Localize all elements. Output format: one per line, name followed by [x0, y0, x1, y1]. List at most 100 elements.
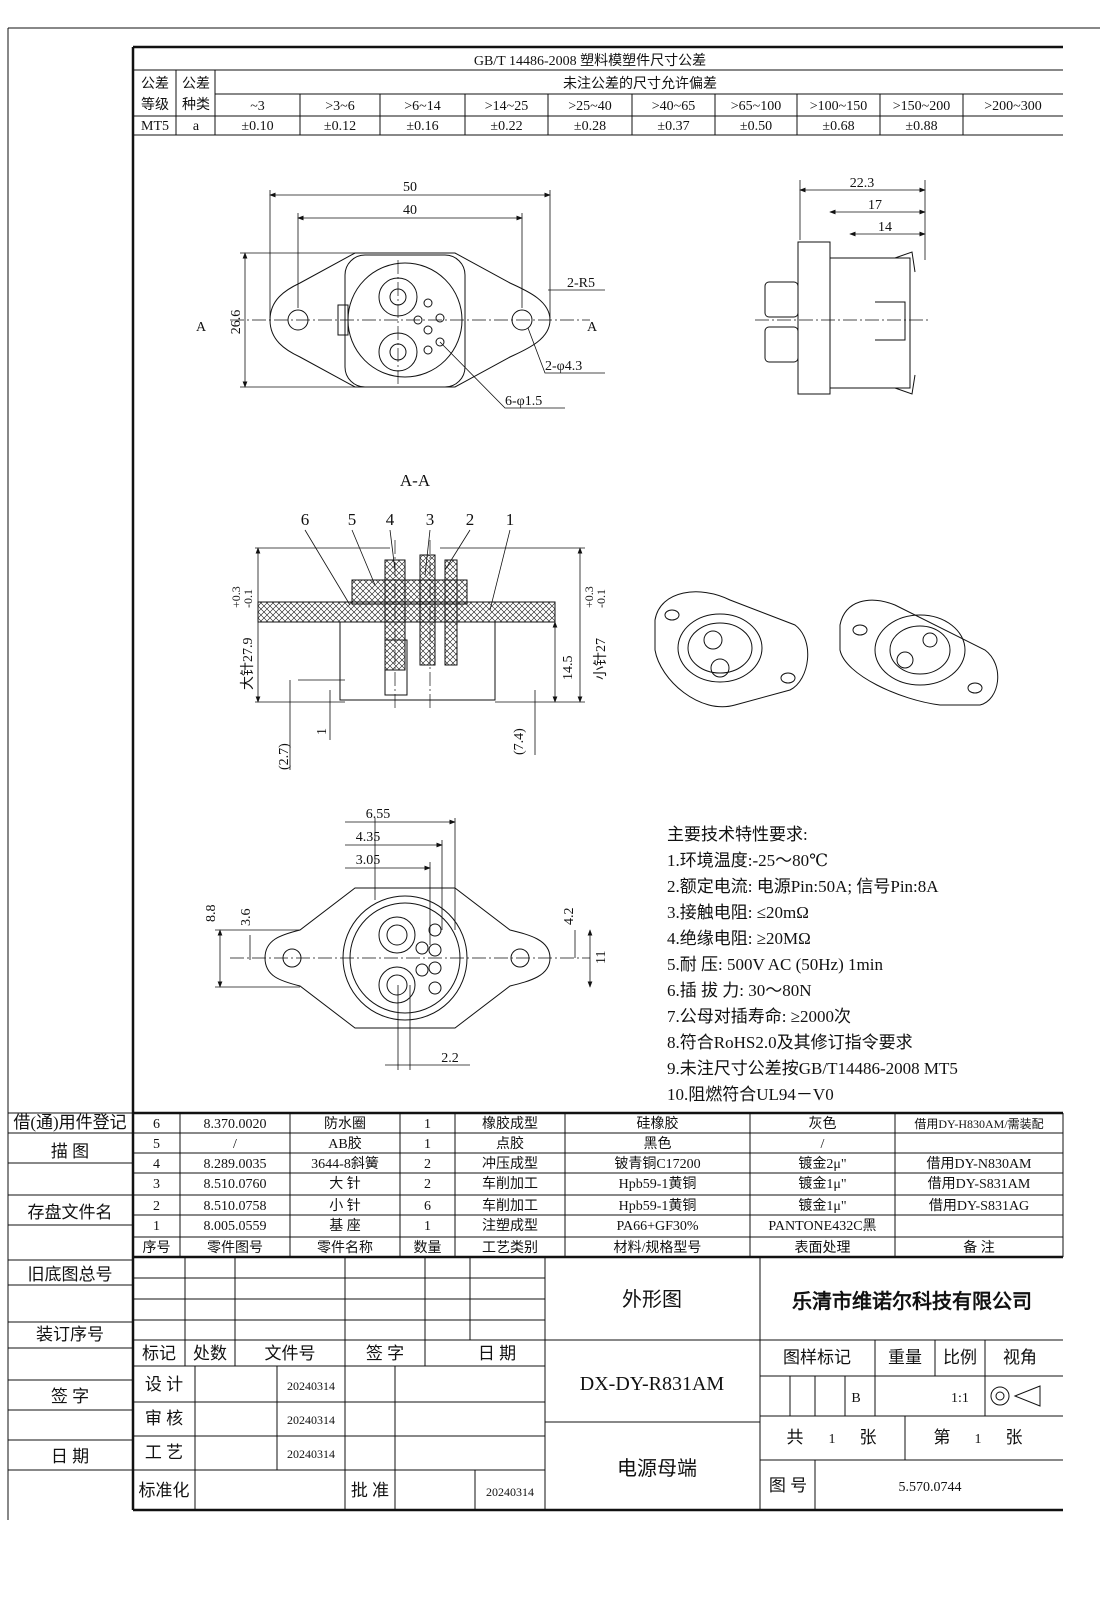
- balloon-1: 1: [506, 510, 515, 529]
- revision-header: 标记: [142, 1344, 176, 1363]
- dim-7-4: (7.4): [512, 728, 527, 755]
- dim-3-05: 3.05: [356, 853, 381, 868]
- sheet-frame: [7, 27, 1100, 1520]
- hole-note: 2-φ4.3: [545, 359, 582, 374]
- technical-requirements: 主要技术特性要求: 1.环境温度:-25～80℃2.额定电流: 电源Pin:50…: [667, 825, 958, 1104]
- isometric-view-front: [654, 591, 809, 708]
- radius-note: 2-R5: [567, 276, 595, 291]
- bom-cell: 小 针: [329, 1198, 361, 1214]
- dim-14-5: 14.5: [561, 656, 576, 681]
- bom-cell: 2: [153, 1199, 160, 1214]
- bom-cell: 6: [153, 1117, 160, 1132]
- bom-header-cell: 表面处理: [795, 1240, 851, 1256]
- tolerance-range: >3~6: [325, 99, 354, 114]
- sign-date: 20240314: [486, 1485, 534, 1499]
- tolerance-table: GB/T 14486-2008 塑料模塑件尺寸公差 公差 等级 公差 种类 未注…: [133, 53, 1063, 136]
- type-head-2: 种类: [182, 97, 210, 113]
- bom-header-cell: 备 注: [963, 1239, 995, 1256]
- dim-small-pin: 小针27: [593, 638, 609, 680]
- bottom-view: 6.55 4.35 3.05 8.8 3.6 4.2 11 2.2: [204, 807, 609, 1070]
- balloon-3: 3: [426, 510, 435, 529]
- sheets-total-prefix: 共: [787, 1428, 804, 1447]
- bom-cell: 8.289.0035: [204, 1157, 267, 1172]
- note-item: 9.未注尺寸公差按GB/T14486-2008 MT5: [667, 1059, 958, 1078]
- drawing-no-label: 图 号: [769, 1476, 807, 1495]
- type-head-1: 公差: [182, 76, 210, 92]
- dim-2-2: 2.2: [441, 1051, 459, 1066]
- dim-1: 1: [315, 728, 330, 735]
- tolerance-value: ±0.12: [324, 119, 356, 134]
- role-label: 标准化: [139, 1481, 190, 1500]
- part-name: 电源母端: [617, 1457, 697, 1480]
- sheet-no: 1: [975, 1432, 982, 1447]
- tolerance-value: ±0.22: [490, 119, 522, 134]
- grade-value: MT5: [141, 119, 169, 134]
- bom-cell: 8.005.0559: [204, 1219, 267, 1234]
- bom-cell: 1: [424, 1117, 431, 1132]
- bom-cell: 4: [153, 1157, 160, 1172]
- bom-cell: AB胶: [328, 1135, 361, 1152]
- note-item: 8.符合RoHS2.0及其修订指令要求: [667, 1033, 913, 1052]
- tolerance-range: >40~65: [652, 99, 695, 114]
- side-label: 借(通)用件登记: [13, 1113, 126, 1132]
- tolerance-table-title: GB/T 14486-2008 塑料模塑件尺寸公差: [474, 53, 706, 69]
- bom-cell: 6: [424, 1199, 431, 1214]
- bom-cell: 点胶: [496, 1135, 524, 1152]
- dim-4-35: 4.35: [356, 830, 381, 845]
- notes-title: 主要技术特性要求:: [667, 825, 808, 844]
- note-item: 2.额定电流: 电源Pin:50A; 信号Pin:8A: [667, 877, 939, 896]
- dim-big-pin-tol-lower: -0.1: [241, 589, 255, 608]
- drawing-mark: B: [851, 1391, 860, 1406]
- side-label: 装订序号: [36, 1325, 104, 1344]
- bom-header-cell: 零件图号: [207, 1240, 263, 1256]
- role-label: 批 准: [351, 1481, 389, 1500]
- section-mark-right: A: [587, 320, 598, 335]
- dim-14: 14: [878, 220, 892, 235]
- note-item: 4.绝缘电阻: ≥20MΩ: [667, 929, 811, 948]
- bom-cell: 1: [424, 1137, 431, 1152]
- isometric-view-back: [839, 599, 999, 706]
- bom-cell: 车削加工: [482, 1175, 538, 1192]
- bom-cell: 3644-8斜簧: [311, 1156, 379, 1172]
- grade-head-2: 等级: [141, 96, 169, 113]
- balloon-2: 2: [466, 510, 475, 529]
- bom-cell: 基 座: [329, 1217, 361, 1234]
- tolerance-range: >150~200: [893, 99, 950, 114]
- label-weight: 重量: [888, 1348, 922, 1367]
- dim-small-pin-tol-lower: -0.1: [594, 589, 608, 608]
- bom-cell: 5: [153, 1137, 160, 1152]
- dim-40: 40: [403, 203, 417, 218]
- bom-header-cell: 数量: [414, 1240, 442, 1256]
- note-item: 3.接触电阻: ≤20mΩ: [667, 903, 809, 922]
- role-label: 工 艺: [145, 1443, 183, 1462]
- tolerance-value: ±0.28: [574, 119, 606, 134]
- side-view: 22.3 17 14: [755, 176, 930, 395]
- drawing-number: 5.570.0744: [899, 1480, 962, 1495]
- note-item: 10.阻燃符合UL94－V0: [667, 1085, 834, 1104]
- bom-cell: 注塑成型: [482, 1218, 538, 1234]
- sheet-no-suffix: 张: [1006, 1428, 1023, 1447]
- bom-cell: 车削加工: [482, 1197, 538, 1214]
- bom-cell: /: [821, 1137, 825, 1152]
- scale-value: 1:1: [951, 1391, 969, 1406]
- dim-big-pin: 大针27.9: [240, 638, 256, 691]
- drawing-type: 外形图: [622, 1288, 682, 1311]
- bom-cell: PA66+GF30%: [616, 1219, 698, 1234]
- bom-cell: 借用DY-N830AM: [927, 1156, 1033, 1172]
- tolerance-value: ±0.16: [406, 119, 438, 134]
- revision-header: 处数: [193, 1344, 227, 1363]
- bom-header-cell: 零件名称: [317, 1240, 373, 1256]
- company-name: 乐清市维诺尔科技有限公司: [792, 1289, 1032, 1313]
- dim-3-6: 3.6: [239, 909, 254, 927]
- tolerance-range: >200~300: [984, 99, 1041, 114]
- bom-cell: 8.510.0760: [204, 1177, 267, 1192]
- bom-cell: 黑色: [644, 1135, 672, 1152]
- bom-cell: 大 针: [329, 1176, 361, 1192]
- bom-cell: 镀金1μ": [798, 1197, 846, 1214]
- bom-header-cell: 材料/规格型号: [614, 1240, 702, 1256]
- side-label: 日 期: [51, 1447, 89, 1466]
- sign-date: 20240314: [287, 1379, 335, 1393]
- tolerance-value: ±0.68: [822, 119, 854, 134]
